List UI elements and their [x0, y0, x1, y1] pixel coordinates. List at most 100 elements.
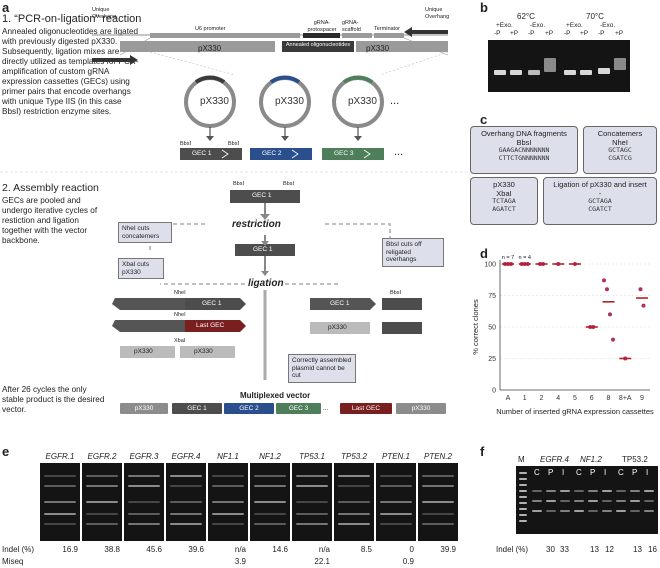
data-point-d	[602, 278, 606, 283]
temp-62: 62°C	[517, 12, 535, 21]
gel-band-e	[296, 513, 328, 515]
mv-gec2: GEC 2	[224, 403, 274, 414]
gel-band-f	[560, 500, 570, 502]
indel-value-e: 45.6	[146, 545, 162, 554]
gel-band-e	[170, 513, 202, 515]
panel-label-d: d	[480, 246, 488, 261]
bbsi-label-pool-right: BbsI	[283, 181, 295, 187]
px330-box: pX330 XbaI TCTAGA AGATCT	[470, 177, 538, 225]
gel-band-e	[212, 501, 244, 503]
lane-letter-f: I	[646, 468, 649, 477]
gec2-block	[250, 148, 312, 160]
xtick-label-d: 6	[590, 395, 594, 402]
gel-band-f	[560, 490, 570, 492]
reaction-title: 1. “PCR-on-ligation” reaction	[2, 13, 142, 25]
indel-f-6: 16	[648, 545, 657, 554]
gel-band-f	[630, 490, 640, 492]
mv-gec1: GEC 1	[172, 403, 222, 414]
annotation-d: n = 7	[502, 255, 514, 261]
bbsi-callout: BbsI cuts off religated overhangs	[382, 238, 444, 267]
marker-band-f	[519, 508, 527, 510]
px330-right-label: pX330	[328, 324, 347, 331]
px330-left-label-2: pX330	[194, 348, 213, 355]
concatemers-seq-2: CGATCG	[608, 153, 632, 162]
lane-b-5: -P	[564, 30, 571, 37]
lane-b-8: +P	[615, 30, 624, 37]
indel-f-1: 30	[546, 545, 555, 554]
gel-e-lane	[82, 463, 122, 541]
gel-band-e	[380, 513, 412, 515]
gec3-block	[322, 148, 384, 160]
gel-band-e	[338, 475, 370, 477]
gel-band-f	[560, 510, 570, 512]
gel-band-f	[588, 490, 598, 492]
gel-band-f	[532, 510, 542, 512]
bbsi-label-right: BbsI	[228, 141, 240, 147]
gel-e-lane	[208, 463, 248, 541]
gel-band-e	[338, 523, 370, 525]
gene-label-e: TP53.2	[341, 452, 367, 461]
data-point-d	[611, 337, 615, 342]
gel-band-e	[44, 513, 76, 515]
indel-value-e: 39.6	[188, 545, 204, 554]
miseq-value-e: 3.9	[234, 557, 246, 566]
gel-band-f	[574, 500, 584, 502]
gene-label-e: EGFR.1	[45, 452, 75, 461]
scaffold-label: gRNA-scaffold	[342, 20, 361, 33]
xbai-callout: XbaI cuts pX330	[118, 258, 164, 279]
bbsi-right-label: BbsI	[390, 290, 402, 296]
gel-band-e	[170, 485, 202, 487]
overhang-title: Overhang DNA fragments	[481, 129, 567, 138]
lane-b-3: -P	[528, 30, 535, 37]
gel-band-f	[644, 510, 654, 512]
gel-band-f	[574, 510, 584, 512]
gel-band-e	[254, 513, 286, 515]
after-cycles-text: After 26 cycles the only stable product …	[2, 385, 105, 414]
xtick-label-d: A	[506, 395, 511, 402]
marker-band-f	[519, 472, 527, 474]
gec1-right-label: GEC 1	[330, 300, 350, 307]
gel-band-e	[422, 485, 454, 487]
protospacer-label: gRNA-protospacer	[307, 20, 337, 33]
gel-band-f	[616, 510, 626, 512]
reaction-description: Annealed oligonucleotides are ligated wi…	[2, 27, 139, 116]
concatemers-seq-1: GCTAGC	[608, 146, 632, 154]
gel-e-lane	[418, 463, 458, 541]
px330-box-enzyme: XbaI	[496, 189, 512, 198]
px330-bar-label: pX330	[198, 44, 222, 53]
gel-band-f	[602, 510, 612, 512]
gel-band-e	[170, 523, 202, 525]
nhei-callout: NheI cuts concatemers	[118, 222, 172, 243]
multiplexed-vector: pX330 GEC 1 GEC 2 GEC 3 ... Last GEC pX3…	[120, 402, 468, 416]
gel-band-e	[128, 501, 160, 503]
last-gec-label: Last GEC	[196, 322, 225, 329]
px330-box-title: pX330	[493, 180, 515, 189]
indel-label-e: Indel (%)	[2, 545, 35, 554]
lane-letter-f: C	[618, 468, 624, 477]
gel-band-f	[574, 490, 584, 492]
temp-70: 70°C	[586, 12, 604, 21]
xtick-label-d: 9	[640, 395, 644, 402]
u6-promoter-label: U6 promoter	[195, 26, 226, 32]
indel-label-f: Indel (%)	[496, 545, 529, 554]
nhei-label-1: NheI	[174, 290, 186, 296]
mv-px330-right: pX330	[396, 403, 446, 414]
gel-e-lane	[166, 463, 206, 541]
gel-band-f	[630, 510, 640, 512]
gel-band-e	[86, 501, 118, 503]
gel-band-e	[422, 501, 454, 503]
lane-letter-f: C	[576, 468, 582, 477]
indel-f-2: 33	[560, 545, 569, 554]
gel-band-e	[422, 523, 454, 525]
data-point-d	[608, 312, 612, 317]
ligation-box-title: Ligation of pX330 and insert	[553, 180, 647, 189]
exo-plus-1: +Exo.	[496, 22, 513, 29]
gec3-label: GEC 3	[334, 150, 354, 157]
gel-band-e	[44, 475, 76, 477]
indel-f-5: 13	[633, 545, 642, 554]
indel-f-3: 13	[590, 545, 599, 554]
gel-band-e	[212, 475, 244, 477]
gel-band-f	[588, 510, 598, 512]
xtick-label-d: 8	[607, 395, 611, 402]
multiplexed-title: Multiplexed vector	[240, 391, 311, 400]
